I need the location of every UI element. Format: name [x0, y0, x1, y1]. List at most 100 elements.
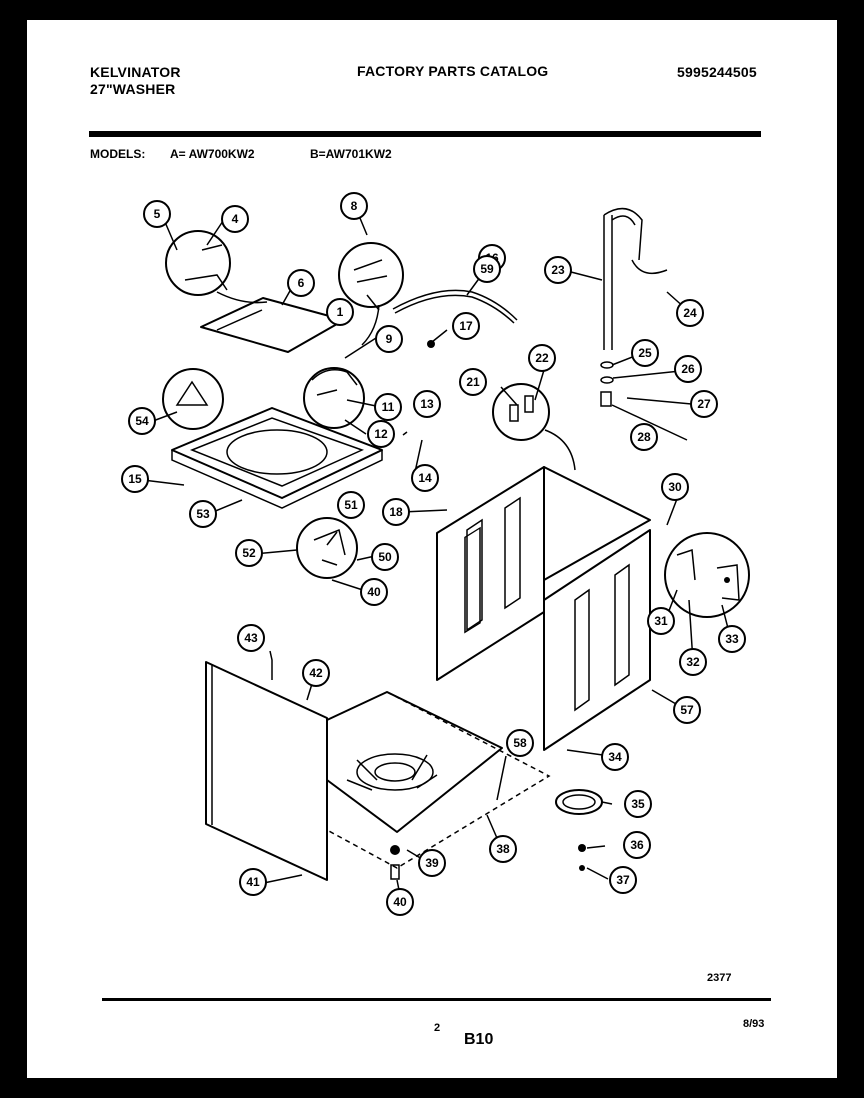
- callout-21: 21: [459, 368, 487, 396]
- footer-rule: [102, 998, 771, 1001]
- callout-number: 31: [654, 614, 668, 628]
- callout-number: 9: [386, 332, 393, 346]
- callout-bubble: [489, 835, 517, 863]
- base-outline: [326, 691, 551, 869]
- callout-22: 22: [528, 344, 556, 372]
- callout-number: 41: [246, 875, 260, 889]
- callout-43: 43: [237, 624, 265, 652]
- exploded-parts-diagram: 1456891112131415161718212223242526272830…: [121, 192, 750, 916]
- latch-detail-circle: [296, 517, 358, 579]
- callout-37: 37: [609, 866, 637, 894]
- callout-bubble: [386, 888, 414, 916]
- diagram-parts: [142, 205, 750, 906]
- valve-detail-circle: [492, 383, 550, 441]
- callout-bubble: [631, 339, 659, 367]
- callout-number: 8: [351, 199, 358, 213]
- callout-number: 40: [367, 585, 381, 599]
- callout-27: 27: [690, 390, 718, 418]
- callout-number: 32: [686, 655, 700, 669]
- callout-5: 5: [143, 200, 171, 228]
- cabinet-side: [543, 529, 651, 751]
- hinge-detail-circle: [165, 230, 231, 296]
- callout-50: 50: [371, 543, 399, 571]
- callout-bubble: [676, 299, 704, 327]
- callout-bubble: [601, 743, 629, 771]
- callout-bubble: [674, 355, 702, 383]
- callout-number: 6: [298, 276, 305, 290]
- callout-number: 27: [697, 397, 711, 411]
- cabinet-back: [436, 466, 545, 681]
- part-callouts: 1456891112131415161718212223242526272830…: [121, 192, 746, 916]
- callout-15: 15: [121, 465, 149, 493]
- callout-bubble: [121, 465, 149, 493]
- callout-9: 9: [375, 325, 403, 353]
- callout-30: 30: [661, 473, 689, 501]
- base-frame: [326, 691, 503, 833]
- callout-bubble: [544, 256, 572, 284]
- callout-bubble: [690, 390, 718, 418]
- product-name: 27"WASHER: [90, 81, 176, 97]
- callout-bubble: [382, 498, 410, 526]
- callout-bubble: [647, 607, 675, 635]
- callout-number: 18: [389, 505, 403, 519]
- callout-bubble: [623, 831, 651, 859]
- callout-number: 59: [480, 262, 494, 276]
- callout-32: 32: [679, 648, 707, 676]
- callout-number: 23: [551, 263, 565, 277]
- callout-number: 35: [631, 797, 645, 811]
- callout-number: 15: [128, 472, 142, 486]
- callout-bubble: [367, 420, 395, 448]
- callout-number: 37: [616, 873, 630, 887]
- callout-bubble: [239, 868, 267, 896]
- callout-bubble: [673, 696, 701, 724]
- callout-bubble: [189, 500, 217, 528]
- callout-number: 4: [232, 212, 239, 226]
- callout-6: 6: [287, 269, 315, 297]
- callout-36: 36: [623, 831, 651, 859]
- callout-number: 17: [459, 319, 473, 333]
- callout-bubble: [371, 543, 399, 571]
- callout-25: 25: [631, 339, 659, 367]
- callout-bubble: [473, 255, 501, 283]
- callout-number: 11: [382, 400, 395, 414]
- callout-number: 43: [244, 631, 258, 645]
- callout-number: 58: [513, 736, 527, 750]
- catalog-title: FACTORY PARTS CATALOG: [357, 63, 549, 79]
- callout-bubble: [340, 192, 368, 220]
- callout-41: 41: [239, 868, 267, 896]
- callout-bubble: [374, 393, 402, 421]
- callout-bubble: [302, 659, 330, 687]
- callout-bubble: [452, 312, 480, 340]
- callout-number: 5: [154, 207, 161, 221]
- parts-catalog-sheet: KELVINATOR 27"WASHER FACTORY PARTS CATAL…: [27, 20, 837, 1078]
- models-label: MODELS:: [90, 147, 146, 161]
- callout-bubble: [609, 866, 637, 894]
- wire-harness: [392, 289, 518, 321]
- callout-bubble: [718, 625, 746, 653]
- callout-number: 25: [638, 346, 652, 360]
- callout-54: 54: [128, 407, 156, 435]
- callout-bubble: [237, 624, 265, 652]
- callout-number: 33: [725, 632, 739, 646]
- switch-detail-circle: [338, 242, 404, 308]
- callout-number: 54: [135, 414, 149, 428]
- model-b: B=AW701KW2: [310, 147, 392, 161]
- callout-bubble: [143, 200, 171, 228]
- page-number: 2: [434, 1022, 441, 1034]
- callout-bubble: [506, 729, 534, 757]
- callout-bubble: [411, 464, 439, 492]
- callout-42: 42: [302, 659, 330, 687]
- callout-28: 28: [630, 423, 658, 451]
- front-panel: [205, 661, 328, 881]
- callout-number: 24: [683, 306, 697, 320]
- callout-bubble: [235, 539, 263, 567]
- callout-number: 51: [344, 498, 358, 512]
- section-code: B10: [464, 1031, 494, 1048]
- callout-23: 23: [544, 256, 572, 284]
- callout-24: 24: [676, 299, 704, 327]
- callout-33: 33: [718, 625, 746, 653]
- callout-51: 51: [337, 491, 365, 519]
- dispenser-detail-circle: [162, 368, 224, 430]
- lid-switch-detail-circle: [303, 367, 365, 429]
- callout-bubble: [630, 423, 658, 451]
